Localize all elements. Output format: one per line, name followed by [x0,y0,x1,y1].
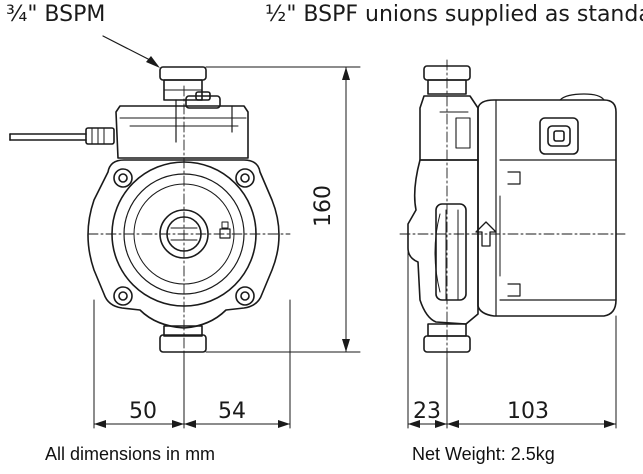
inlet-thread-label: ¾" BSPM [6,2,106,27]
dim-right-half-label: 54 [218,399,246,424]
unions-note-label: ½" BSPF unions supplied as standard [265,2,643,27]
weight-note: Net Weight: 2.5kg [412,444,555,464]
side-view [399,59,626,359]
front-view [9,35,291,421]
dim-side-depth-label: 103 [507,399,549,424]
dim-left-half-label: 50 [129,399,157,424]
dim-side-offset-label: 23 [413,399,441,424]
dimension-lines [93,66,617,429]
units-note: All dimensions in mm [45,444,216,464]
dim-height-label: 160 [311,185,336,227]
